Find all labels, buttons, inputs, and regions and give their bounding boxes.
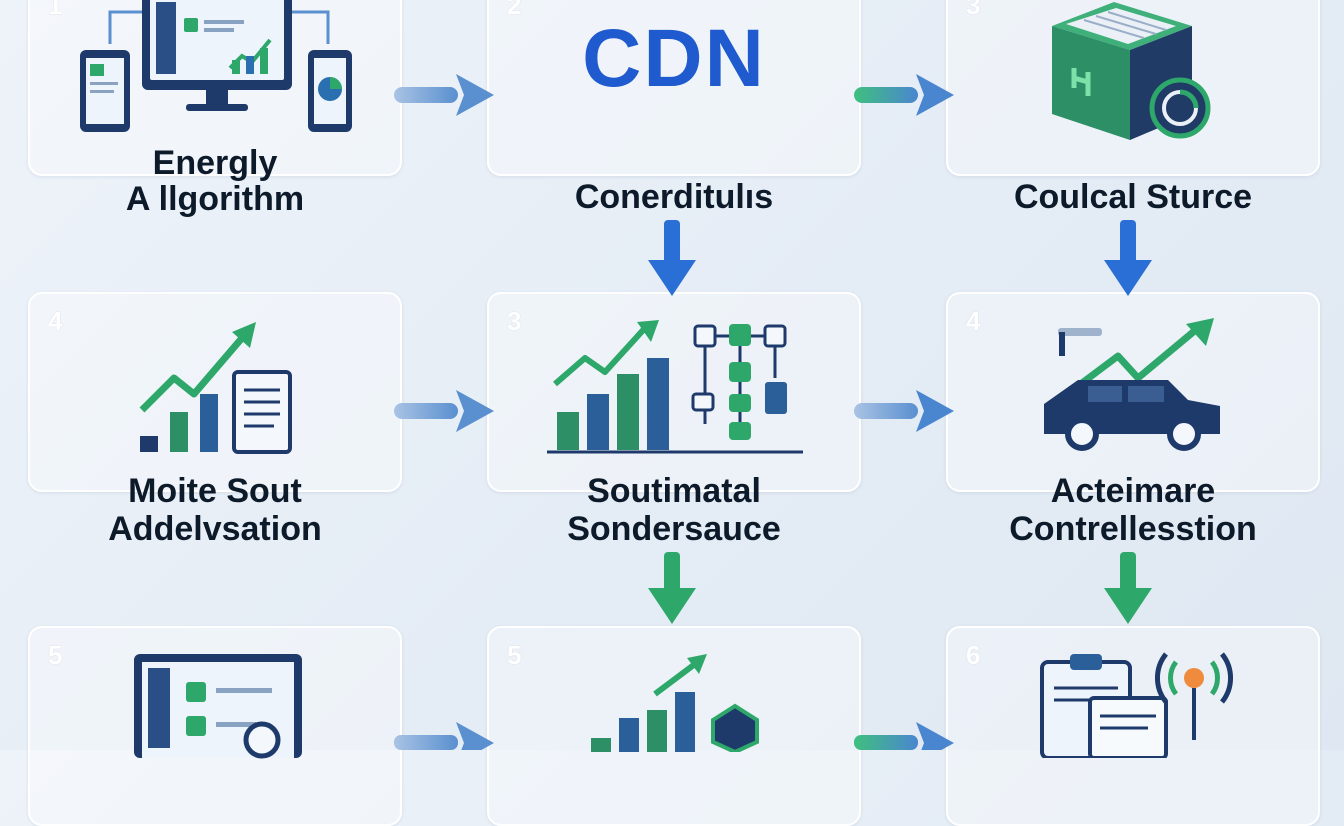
step-title-line2: Contrellesstion (1009, 510, 1257, 548)
step-title-line2: Addelvsation (108, 510, 322, 548)
step-title-line2: A llgorithm (125, 180, 305, 218)
step-title: Coulcal Sturce (1013, 178, 1253, 216)
step-card-5: 3 Soutimatal Sondersauce (487, 292, 861, 548)
bar-chart-badge-icon (591, 654, 759, 752)
step-card-9: 6 (946, 626, 1320, 826)
arrow-down-icon (1104, 220, 1152, 296)
step-number: 4 (48, 306, 63, 336)
step-title-line2: Sondersauce (567, 510, 781, 548)
step-number: 3 (507, 306, 522, 336)
step-title-line1: Energly (152, 144, 278, 182)
step-card-8: 5 (487, 626, 861, 826)
step-number: 5 (507, 640, 522, 670)
arrow-down-icon (648, 552, 696, 624)
step-number: 3 (966, 0, 981, 20)
arrow-right-icon (394, 722, 494, 750)
step-title: Conerditulıs (574, 178, 774, 216)
step-card-4: 4 Moite Sout Addelvsation (28, 292, 402, 548)
growth-chart-icon (139, 322, 292, 454)
step-card-6: 4 Acteimare Contrellesstion (946, 292, 1320, 548)
arrow-right-icon (854, 74, 954, 116)
step-card-3: 3 Coulcal Sturce (946, 0, 1320, 216)
arrow-right-icon (394, 390, 494, 432)
step-card-2: 2 CDN Conerditulıs (487, 0, 861, 216)
step-number: 2 (507, 0, 522, 20)
step-title-line1: Acteimare (1050, 472, 1216, 510)
arrow-down-icon (1104, 552, 1152, 624)
arrow-down-icon (648, 220, 696, 296)
step-number: 4 (966, 306, 981, 336)
checklist-screen-icon (134, 654, 302, 759)
arrow-right-icon (854, 722, 954, 750)
step-number: 1 (48, 0, 63, 20)
monitor-devices-icon (80, 0, 352, 132)
cdn-wordmark: CDN (582, 13, 766, 104)
arrow-right-icon (854, 390, 954, 432)
arrow-right-icon (394, 74, 494, 116)
step-title-line1: Moite Sout (128, 472, 302, 510)
step-number: 6 (966, 640, 981, 670)
bar-chart-flow-icon (547, 320, 803, 454)
step-title-line1: Soutimatal (587, 472, 761, 510)
step-card-1: 1 Energly A llgorithm (28, 0, 402, 218)
clipboard-signal-icon (1040, 652, 1233, 758)
step-number: 5 (48, 640, 63, 670)
step-card-7: 5 (28, 626, 402, 826)
car-trend-icon (1044, 318, 1220, 451)
cube-icon (1052, 2, 1211, 140)
